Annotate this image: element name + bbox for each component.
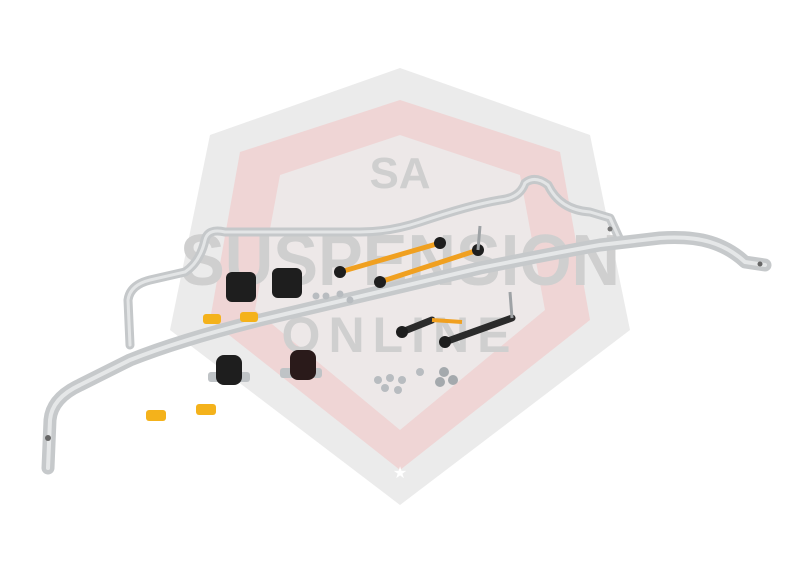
rear-bushing-left <box>226 272 256 302</box>
front-bushing-right <box>290 350 316 380</box>
front-bar-highlight <box>46 235 767 470</box>
rear-link-upper-end-b <box>434 237 446 249</box>
clamp-front-right <box>196 404 216 415</box>
rear-link-lower-end-a <box>374 276 386 288</box>
washer <box>336 290 344 298</box>
lateral-lock-clamps <box>146 312 258 421</box>
rear-bushing-right <box>272 268 302 298</box>
nut <box>435 377 445 387</box>
front-end-links <box>396 291 516 348</box>
front-link-upper-end <box>396 326 408 338</box>
clamp-front-left <box>146 410 166 421</box>
rear-bar-highlight <box>126 178 622 347</box>
front-bar-end-hole-left <box>45 435 51 441</box>
nut <box>439 367 449 377</box>
front-bushings <box>208 350 322 385</box>
front-link-lower-end <box>439 336 451 348</box>
washer <box>398 376 406 384</box>
washer <box>346 296 354 304</box>
washer <box>386 374 394 382</box>
washer <box>322 292 330 300</box>
washer <box>312 292 320 300</box>
washer <box>381 384 389 392</box>
front-bar-end-hole-right <box>757 261 763 267</box>
washer <box>374 376 382 384</box>
rear-sway-bar <box>123 175 625 350</box>
front-bushing-left <box>216 355 242 385</box>
rear-bushings <box>226 268 302 302</box>
front-sway-bar <box>41 231 772 475</box>
rear-end-links <box>334 225 484 288</box>
hardware <box>312 290 458 394</box>
front-link-upper-adjuster <box>431 318 463 324</box>
front-link-stud <box>508 291 514 319</box>
rear-bar-end-hole <box>607 226 613 232</box>
rear-link-upper <box>337 240 443 275</box>
watermark-line1: SA <box>369 149 430 198</box>
rear-link-upper-end-a <box>334 266 346 278</box>
rear-link-stud <box>476 225 482 251</box>
front-link-lower <box>441 314 516 346</box>
clamp-rear-left <box>203 314 221 324</box>
washer <box>416 368 424 376</box>
watermark-logo: SA SUSPENSION ONLINE ★ <box>170 68 630 505</box>
rear-link-lower <box>377 247 481 285</box>
watermark-star-icon: ★ <box>393 465 407 482</box>
nut <box>448 375 458 385</box>
washer <box>394 386 402 394</box>
clamp-rear-right <box>240 312 258 322</box>
